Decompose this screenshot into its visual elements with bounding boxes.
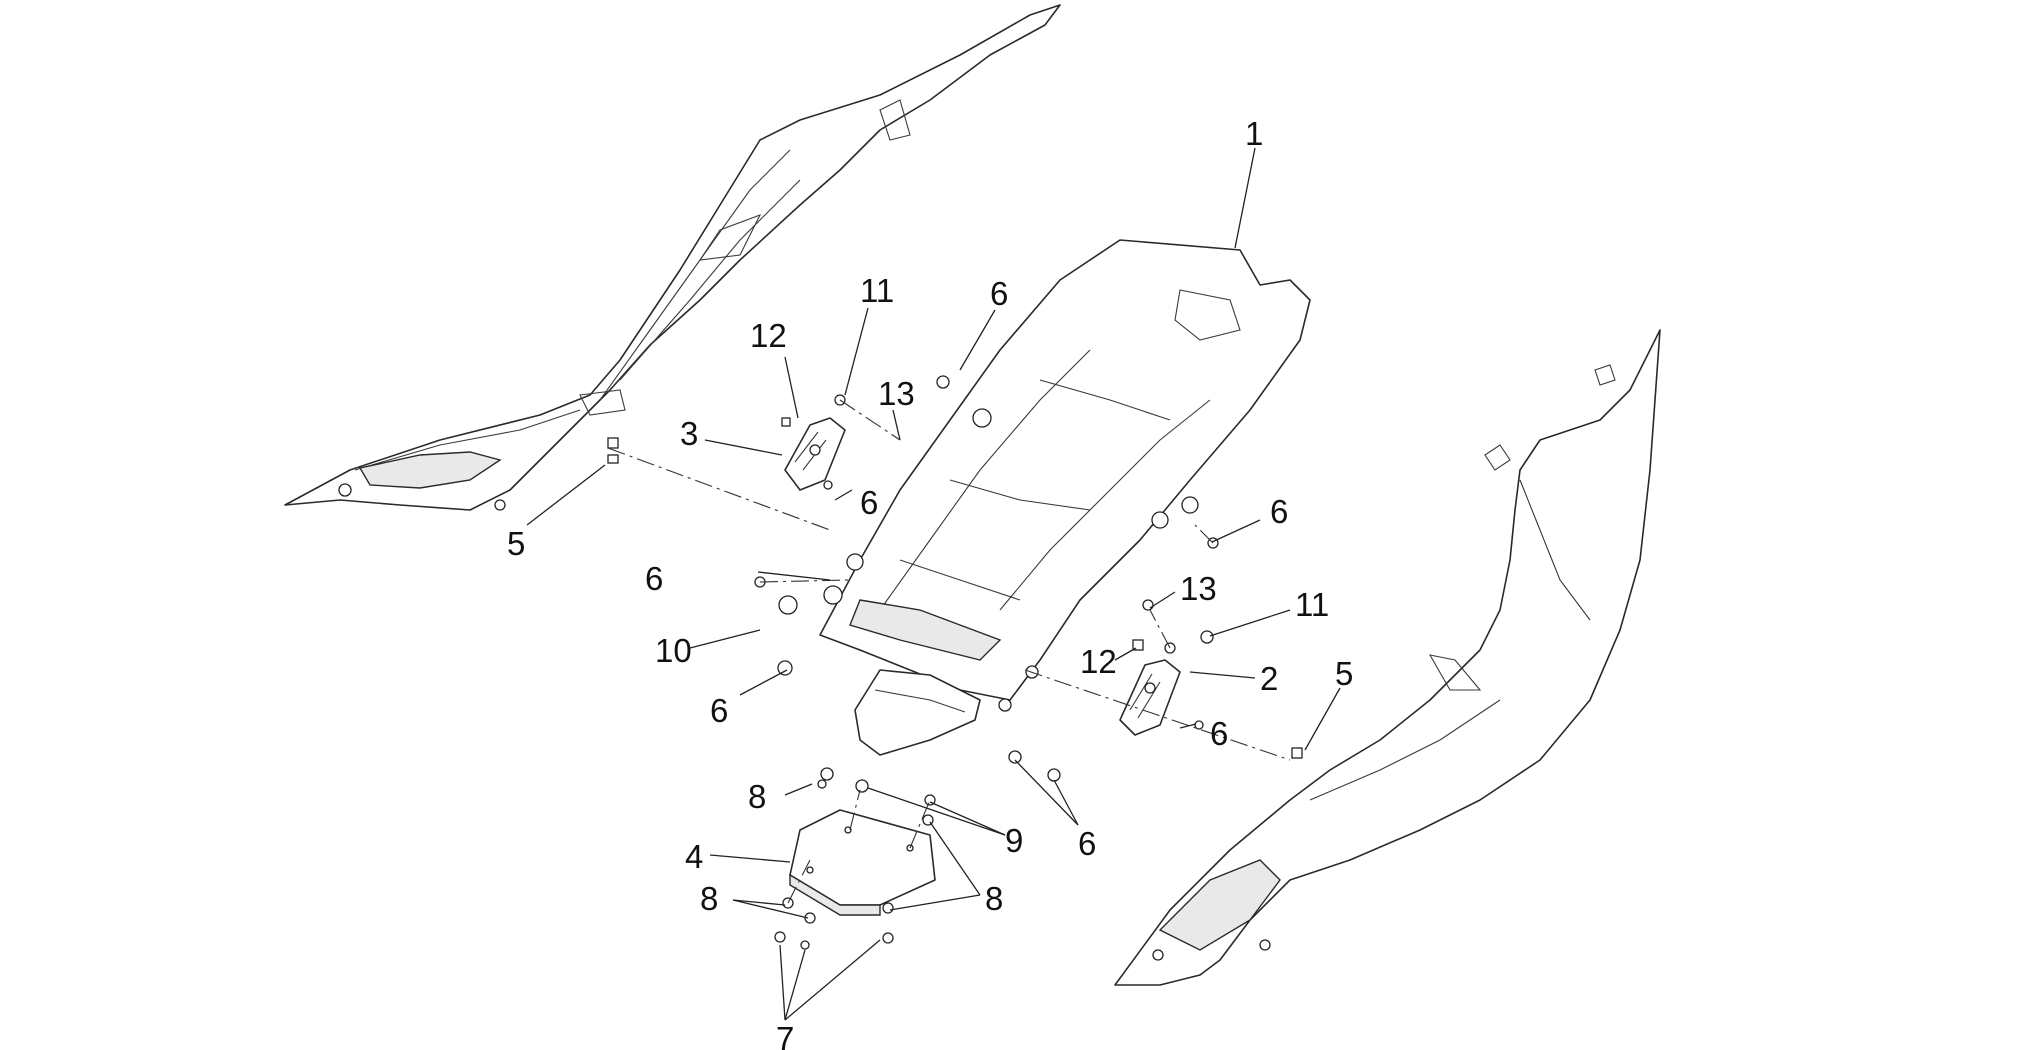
- callout-6-mid-right: 6: [1210, 715, 1228, 752]
- rear-mudguard-flap: [854, 669, 981, 756]
- leader-lines: [526, 147, 1341, 1021]
- undertray: [819, 239, 1311, 712]
- callout-9: 9: [1005, 822, 1023, 859]
- callout-11-top: 11: [860, 272, 894, 309]
- callout-4: 4: [685, 838, 703, 875]
- callout-6-bottom: 6: [1078, 825, 1096, 862]
- alignment-axes: [607, 399, 1291, 904]
- grip-3: [784, 417, 846, 491]
- callout-6-top: 6: [990, 275, 1008, 312]
- callout-12-top: 12: [750, 317, 787, 354]
- callout-13-top: 13: [878, 375, 915, 412]
- right-side-fairing: [1114, 329, 1661, 986]
- callout-2: 2: [1260, 660, 1278, 697]
- callout-5-left: 5: [507, 525, 525, 562]
- cover-plate: [789, 809, 936, 916]
- left-side-fairing: [284, 4, 1061, 511]
- callout-6-left: 6: [645, 560, 663, 597]
- callout-11-right: 11: [1295, 586, 1329, 623]
- callout-6-low-left: 6: [710, 692, 728, 729]
- callout-7: 7: [776, 1020, 794, 1050]
- fasteners: [607, 375, 1303, 950]
- callout-8-left: 8: [700, 880, 718, 917]
- callout-3: 3: [680, 415, 698, 452]
- callout-6-mid-left: 6: [860, 484, 878, 521]
- callout-12-right: 12: [1080, 643, 1117, 680]
- callout-10: 10: [655, 632, 692, 669]
- callout-13-right: 13: [1180, 570, 1217, 607]
- callout-8-right: 8: [985, 880, 1003, 917]
- callout-8-top: 8: [748, 778, 766, 815]
- grip-2: [1119, 659, 1181, 736]
- callout-labels: 1 2 3 4 5 5 6 6 6 6 6 6 6 7 8 8 8 9 10 1…: [507, 115, 1353, 1050]
- callout-1: 1: [1245, 115, 1263, 152]
- callout-5-right: 5: [1335, 655, 1353, 692]
- callout-6-right: 6: [1270, 493, 1288, 530]
